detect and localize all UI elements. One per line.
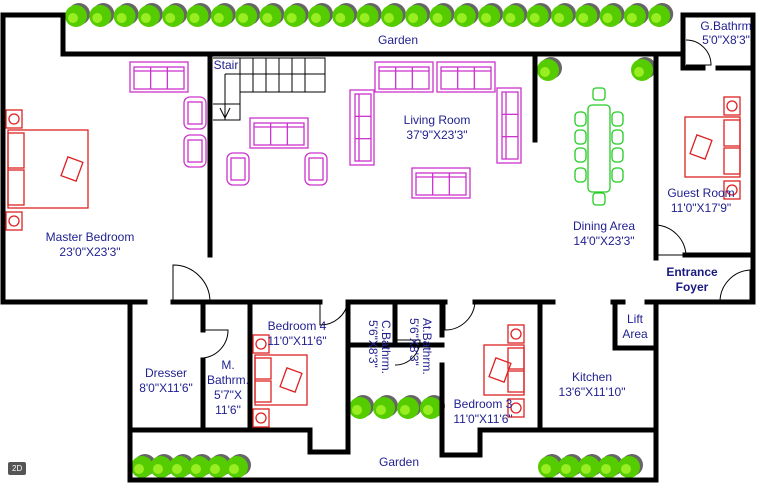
bed-icon bbox=[252, 334, 308, 428]
tree-icon bbox=[575, 3, 601, 27]
tree-icon bbox=[429, 3, 455, 27]
garden-bottom-label: Garden bbox=[378, 455, 420, 469]
sofa-icon bbox=[411, 167, 471, 199]
tree-icon bbox=[453, 3, 479, 27]
tree-icon bbox=[356, 3, 382, 27]
tree-icon bbox=[551, 3, 576, 27]
trees bbox=[65, 3, 674, 478]
tree-icon bbox=[405, 3, 431, 27]
view-mode-2d-button[interactable]: 2D bbox=[8, 462, 27, 475]
nightstand-icon bbox=[5, 211, 23, 231]
tree-icon bbox=[169, 454, 194, 478]
tree-icon bbox=[599, 3, 625, 27]
tree-icon bbox=[150, 454, 175, 478]
nightstand-icon bbox=[5, 109, 23, 129]
tree-icon bbox=[618, 454, 643, 478]
tree-icon bbox=[210, 3, 236, 27]
nightstand-icon bbox=[252, 408, 270, 428]
sofa-icon bbox=[249, 117, 309, 149]
garden-top-label: Garden bbox=[377, 33, 419, 47]
tree-icon bbox=[131, 454, 156, 478]
armchair-icon bbox=[183, 134, 207, 168]
tree-icon bbox=[89, 3, 115, 27]
at-bathrm-label: At.Bathrm.5'6"X8'3" bbox=[407, 318, 434, 375]
bed-icon bbox=[483, 324, 525, 418]
tree-icon bbox=[631, 57, 656, 81]
tree-icon bbox=[598, 454, 623, 478]
tree-icon bbox=[207, 454, 232, 478]
tree-icon bbox=[137, 3, 163, 27]
tree-icon bbox=[259, 3, 285, 27]
tree-icon bbox=[186, 3, 212, 27]
tree-icon bbox=[502, 3, 528, 27]
tree-icon bbox=[188, 454, 213, 478]
sofa-icon bbox=[349, 89, 375, 166]
tree-icon bbox=[537, 57, 562, 81]
bed-icon bbox=[684, 96, 741, 200]
nightstand-icon bbox=[252, 334, 270, 354]
doors bbox=[172, 39, 751, 366]
stair-label: Stair bbox=[213, 58, 239, 72]
tree-icon bbox=[380, 3, 406, 27]
tree-icon bbox=[578, 454, 603, 478]
tree-icon bbox=[478, 3, 504, 27]
dining-table-icon bbox=[574, 87, 624, 206]
tree-icon bbox=[283, 3, 309, 27]
bed-icon bbox=[5, 109, 89, 231]
c-bathrm-label: C.Bathrm.5'6"X8'3" bbox=[366, 320, 393, 375]
sofa-icon bbox=[496, 87, 522, 164]
tree-icon bbox=[65, 3, 90, 27]
nightstand-icon bbox=[723, 96, 741, 116]
sofa-icon bbox=[436, 61, 496, 93]
tree-icon bbox=[397, 395, 422, 419]
tree-icon bbox=[162, 3, 188, 27]
walls bbox=[0, 12, 756, 483]
tree-icon bbox=[332, 3, 358, 27]
armchair-icon bbox=[304, 152, 328, 186]
tree-icon bbox=[558, 454, 583, 478]
tree-icon bbox=[648, 3, 674, 27]
stair bbox=[213, 57, 326, 121]
sofa-icon bbox=[374, 61, 434, 93]
armchair-icon bbox=[226, 152, 250, 186]
nightstand-icon bbox=[723, 180, 741, 200]
nightstand-icon bbox=[507, 324, 525, 344]
tree-icon bbox=[526, 3, 552, 27]
tree-icon bbox=[349, 395, 374, 419]
tree-icon bbox=[373, 395, 398, 419]
sofa-icon bbox=[129, 61, 189, 93]
tree-icon bbox=[113, 3, 139, 27]
tree-icon bbox=[538, 454, 563, 478]
tree-icon bbox=[226, 454, 251, 478]
nightstand-icon bbox=[507, 398, 525, 418]
furniture bbox=[5, 61, 741, 428]
tree-icon bbox=[235, 3, 261, 27]
tree-icon bbox=[623, 3, 649, 27]
armchair-icon bbox=[183, 96, 207, 130]
tree-icon bbox=[308, 3, 333, 27]
